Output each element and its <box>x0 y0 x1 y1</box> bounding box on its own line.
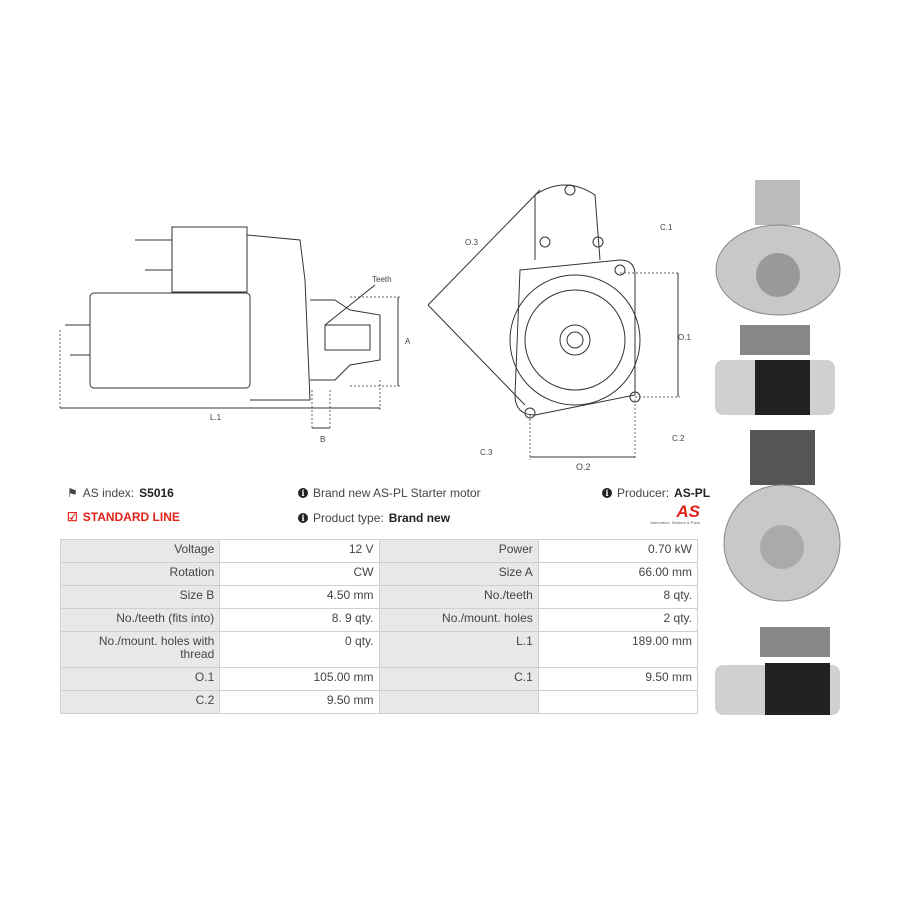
label-teeth: Teeth <box>372 275 392 284</box>
spec-label: No./teeth <box>378 585 539 609</box>
spec-value: 105.00 mm <box>219 667 380 691</box>
spec-value: 189.00 mm <box>537 631 699 668</box>
table-row: No./teeth (fits into)8. 9 qty.No./mount.… <box>59 608 699 632</box>
label-a: A <box>405 337 411 346</box>
solenoid <box>171 226 248 293</box>
info-icon: i <box>298 513 308 523</box>
spec-label: No./teeth (fits into) <box>59 608 221 632</box>
spec-label: Size A <box>378 562 539 586</box>
checkbox-icon: ☑ <box>67 510 78 524</box>
spec-value: 8 qty. <box>537 585 699 609</box>
as-index: ⚑AS index:S5016 <box>67 486 174 500</box>
photo-front <box>715 180 841 316</box>
side-view-drawing: L.1 B A Teeth <box>59 226 411 444</box>
spec-value: 4.50 mm <box>219 585 380 609</box>
spec-value: 8. 9 qty. <box>219 608 380 632</box>
photo-side <box>715 325 835 415</box>
label-c3: C.3 <box>480 448 493 457</box>
spec-value: 2 qty. <box>537 608 699 632</box>
spec-value <box>537 690 699 714</box>
front-view-drawing: O.3 C.1 O.1 C.2 O.2 C.3 <box>427 184 691 472</box>
photo-angle <box>715 627 840 715</box>
info-icon: i <box>602 488 612 498</box>
spec-label: No./mount. holes with thread <box>59 631 221 668</box>
spec-value: CW <box>219 562 380 586</box>
info-icon: i <box>298 488 308 498</box>
as-pl-logo: AS Alternators, Starters & Parts <box>650 502 700 525</box>
as-index-value: S5016 <box>139 486 174 500</box>
product-photos <box>715 180 841 715</box>
label-o3: O.3 <box>465 238 478 247</box>
spec-label <box>378 690 539 714</box>
label-c1: C.1 <box>660 223 673 232</box>
spec-label: O.1 <box>59 667 221 691</box>
spec-label: Size B <box>59 585 221 609</box>
spec-label: C.1 <box>378 667 539 691</box>
spec-label: Rotation <box>59 562 221 586</box>
spec-label: Voltage <box>59 539 221 563</box>
motor-body <box>89 292 251 389</box>
spec-value: 9.50 mm <box>537 667 699 691</box>
spec-value: 66.00 mm <box>537 562 699 586</box>
spec-value: 12 V <box>219 539 380 563</box>
spec-label: L.1 <box>378 631 539 668</box>
label-c2: C.2 <box>672 434 685 443</box>
spec-value: 0 qty. <box>219 631 380 668</box>
spec-label: Power <box>378 539 539 563</box>
spec-value: 9.50 mm <box>219 690 380 714</box>
spec-label: No./mount. holes <box>378 608 539 632</box>
tag-icon: ⚑ <box>67 486 78 500</box>
label-o1: O.1 <box>678 333 691 342</box>
photo-rear <box>723 430 841 602</box>
label-l1: L.1 <box>210 413 222 422</box>
label-o2: O.2 <box>576 462 591 472</box>
spec-label: C.2 <box>59 690 221 714</box>
spec-value: 0.70 kW <box>537 539 699 563</box>
label-b: B <box>320 435 325 444</box>
standard-line: ☑STANDARD LINE <box>67 510 180 524</box>
